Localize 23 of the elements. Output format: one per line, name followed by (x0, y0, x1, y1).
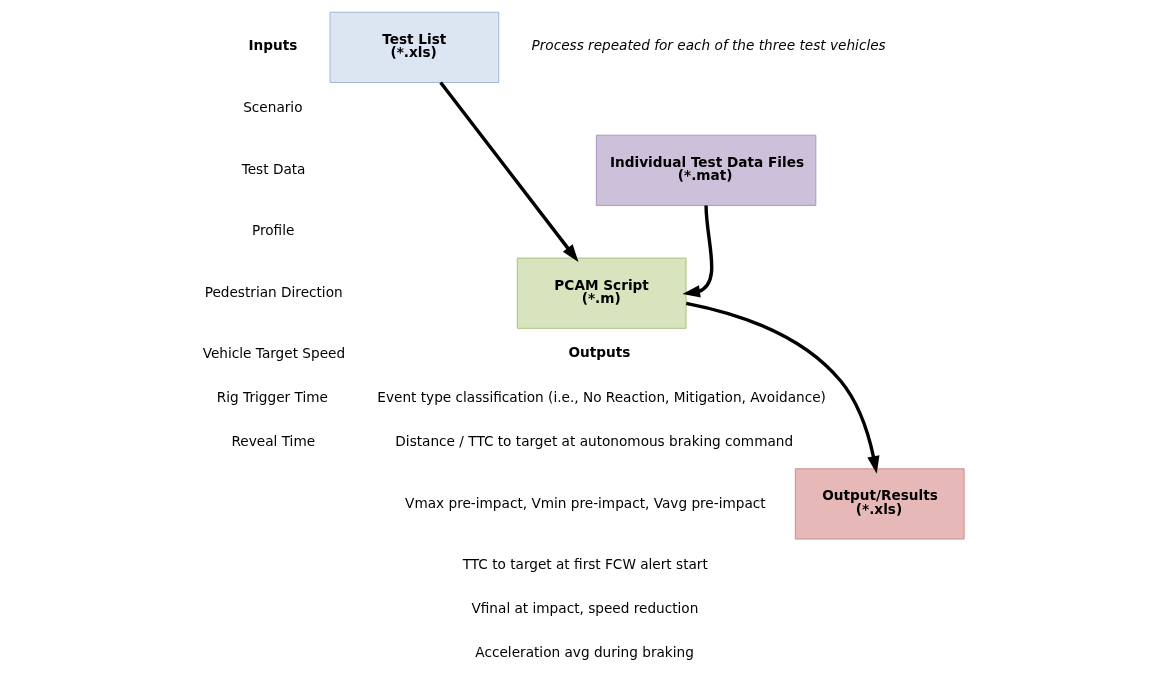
label: Vmax pre-impact, Vmin pre-impact, Vavg pre-impact (405, 494, 766, 511)
node-box: Individual Test Data Files (*.mat) (595, 134, 817, 206)
node-box: Test List (*.xls) (329, 11, 500, 83)
label: Rig Trigger Time (216, 389, 328, 406)
label: Profile (251, 222, 295, 239)
label: Pedestrian Direction (204, 283, 343, 300)
label: Acceleration avg during braking (475, 643, 694, 660)
label: Process repeated for each of the three test vehicles (531, 37, 886, 54)
label: Outputs (568, 344, 631, 361)
node-box: Output/Results (*.xls) (794, 468, 965, 540)
label: Distance / TTC to target at autonomous braking command (395, 433, 794, 450)
label: Event type classification (i.e., No Reaction, Mitigation, Avoidance) (377, 389, 826, 406)
arrow (682, 205, 714, 298)
arrow (439, 81, 579, 262)
label: Vfinal at impact, speed reduction (471, 599, 699, 616)
label: Inputs (248, 37, 298, 54)
label: Scenario (243, 99, 303, 116)
arrow (685, 301, 880, 474)
label: TTC to target at first FCW alert start (462, 555, 708, 572)
node-box: PCAM Script (*.m) (516, 257, 687, 329)
label: Vehicle Target Speed (202, 345, 346, 362)
label: Test Data (241, 160, 306, 177)
label: Reveal Time (231, 433, 316, 450)
